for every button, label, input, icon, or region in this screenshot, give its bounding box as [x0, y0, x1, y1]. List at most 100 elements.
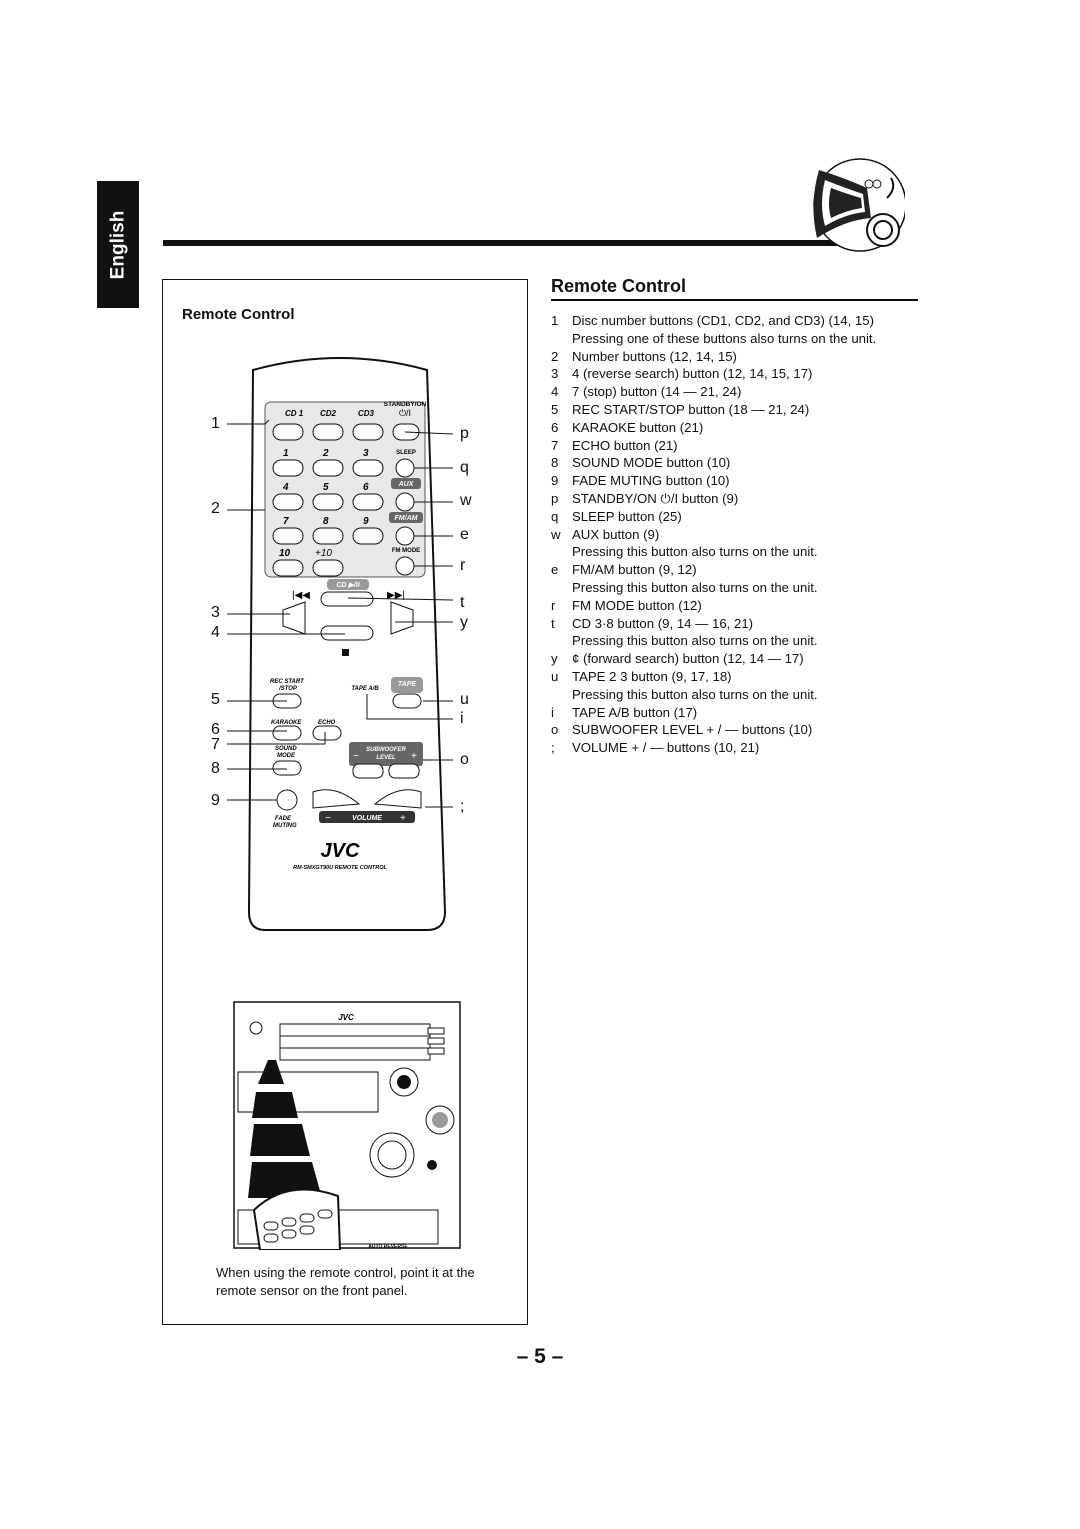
list-item-marker: o	[551, 722, 559, 738]
number-button-7[interactable]	[272, 527, 304, 545]
number-button-2[interactable]	[312, 459, 344, 477]
aux-button[interactable]	[395, 492, 415, 512]
forward-search-button[interactable]	[390, 601, 414, 635]
cd-play-label: CD ▶/II	[336, 582, 360, 589]
number-button-4[interactable]	[272, 493, 304, 511]
sleep-button[interactable]	[395, 458, 415, 478]
list-item: ;VOLUME + / — buttons (10, 21)	[551, 739, 921, 757]
callout-y: y	[460, 614, 468, 631]
cd-play-pause-button[interactable]	[320, 591, 374, 607]
volume-up-button[interactable]	[373, 789, 422, 809]
remote-illustration-panel	[162, 279, 528, 1325]
subwoofer-label: SUBWOOFER	[366, 747, 406, 753]
number-button-3[interactable]	[352, 459, 384, 477]
number-button-9[interactable]	[352, 527, 384, 545]
remote-caption: When using the remote control, point it …	[216, 1265, 475, 1298]
list-item-text: Pressing this button also turns on the u…	[572, 633, 818, 649]
sound-mode-button[interactable]	[272, 760, 302, 776]
subwoofer-minus-icon: −	[353, 751, 359, 762]
echo-button[interactable]	[312, 725, 342, 741]
list-item-marker: 3	[551, 366, 559, 382]
list-item: Pressing this button also turns on the u…	[551, 543, 921, 561]
list-item-text: AUX button (9)	[572, 526, 660, 542]
list-item-marker: e	[551, 562, 559, 578]
tape-play-button[interactable]	[392, 693, 422, 709]
list-item-marker	[551, 686, 572, 704]
cd2-button[interactable]	[312, 423, 344, 441]
remote-model-label: RM-SMXGT90U REMOTE CONTROL	[293, 865, 387, 871]
number-button-5[interactable]	[312, 493, 344, 511]
list-item-marker	[551, 330, 572, 348]
tape-label: TAPE	[398, 681, 416, 688]
subwoofer-plus-button[interactable]	[388, 763, 420, 779]
list-item-text: CD 3·8 button (9, 14 — 16, 21)	[572, 615, 754, 631]
volume-minus-icon: −	[325, 813, 331, 824]
list-item-marker: w	[551, 526, 561, 542]
list-item-text: ¢ (forward search) button (12, 14 — 17)	[572, 651, 804, 667]
list-item-text: TAPE 2 3 button (9, 17, 18)	[572, 668, 732, 684]
number-button-plus10[interactable]	[312, 559, 344, 577]
list-item-marker: 5	[551, 401, 559, 417]
list-item: r FM MODE button (12)	[551, 597, 921, 615]
rec-start-label: REC START	[270, 679, 305, 685]
cd3-button[interactable]	[352, 423, 384, 441]
list-item-marker: r	[551, 597, 556, 613]
list-item-text: SLEEP button (25)	[572, 508, 682, 524]
aux-label: AUX	[398, 481, 415, 488]
list-item-text: REC START/STOP button (18 — 21, 24)	[572, 401, 810, 417]
muting-label: MUTING	[273, 823, 297, 829]
cd2-label: CD2	[320, 409, 337, 418]
standby-label: STANDBY/ON	[384, 401, 427, 408]
number-button-8[interactable]	[312, 527, 344, 545]
list-item: t CD 3·8 button (9, 14 — 16, 21)	[551, 615, 921, 633]
number-button-1[interactable]	[272, 459, 304, 477]
list-item-text: FM MODE button (12)	[572, 597, 702, 613]
list-item-text: STANDBY/ON ⏻/I button (9)	[572, 490, 739, 506]
list-item: y ¢ (forward search) button (12, 14 — 17)	[551, 650, 921, 668]
sleep-label: SLEEP	[396, 450, 416, 456]
callout-p: p	[460, 425, 469, 442]
list-item: Pressing this button also turns on the u…	[551, 632, 921, 650]
list-item: o SUBWOOFER LEVEL + / — buttons (10)	[551, 721, 921, 739]
list-item-marker	[551, 543, 572, 561]
karaoke-label: KARAOKE	[271, 720, 302, 726]
callout-i: i	[460, 710, 464, 727]
list-item-marker: y	[551, 651, 558, 667]
fm-mode-button[interactable]	[395, 556, 415, 576]
list-item-text: SUBWOOFER LEVEL + / — buttons (10)	[572, 722, 813, 738]
fmam-button[interactable]	[395, 526, 415, 546]
fade-muting-button[interactable]	[276, 789, 298, 811]
list-item-text: Pressing this button also turns on the u…	[572, 686, 818, 702]
stop-button[interactable]	[320, 625, 374, 641]
callout-w: w	[460, 492, 472, 509]
forward-icon: ▶▶|	[387, 590, 405, 601]
language-label: English	[107, 210, 128, 279]
karaoke-button[interactable]	[272, 725, 302, 741]
volume-down-button[interactable]	[312, 789, 361, 809]
volume-label: VOLUME	[352, 815, 382, 822]
fm-mode-label: FM MODE	[392, 548, 420, 554]
cd1-button[interactable]	[272, 423, 304, 441]
right-panel-title: Remote Control	[551, 276, 686, 296]
unit-brand-logo: JVC	[338, 1013, 354, 1022]
remote-control-illustration: STANDBY/ON CD 1 CD2 CD3 ⏻/I 1 2 3 SLEEP …	[227, 357, 454, 931]
list-item: 5 REC START/STOP button (18 — 21, 24)	[551, 401, 921, 419]
subwoofer-minus-button[interactable]	[352, 763, 384, 779]
rewind-icon: |◀◀	[292, 590, 310, 601]
number-button-6[interactable]	[352, 493, 384, 511]
number-button-10[interactable]	[272, 559, 304, 577]
callout-t: t	[460, 594, 465, 611]
num-6: 6	[363, 482, 369, 493]
callout-8: 8	[211, 760, 220, 777]
list-item-marker	[551, 579, 572, 597]
list-item-text: VOLUME + / — buttons (10, 21)	[572, 740, 760, 756]
list-item-text: ECHO button (21)	[572, 437, 678, 453]
list-item-marker: t	[551, 615, 555, 631]
callout-semicolon: ;	[460, 798, 465, 815]
